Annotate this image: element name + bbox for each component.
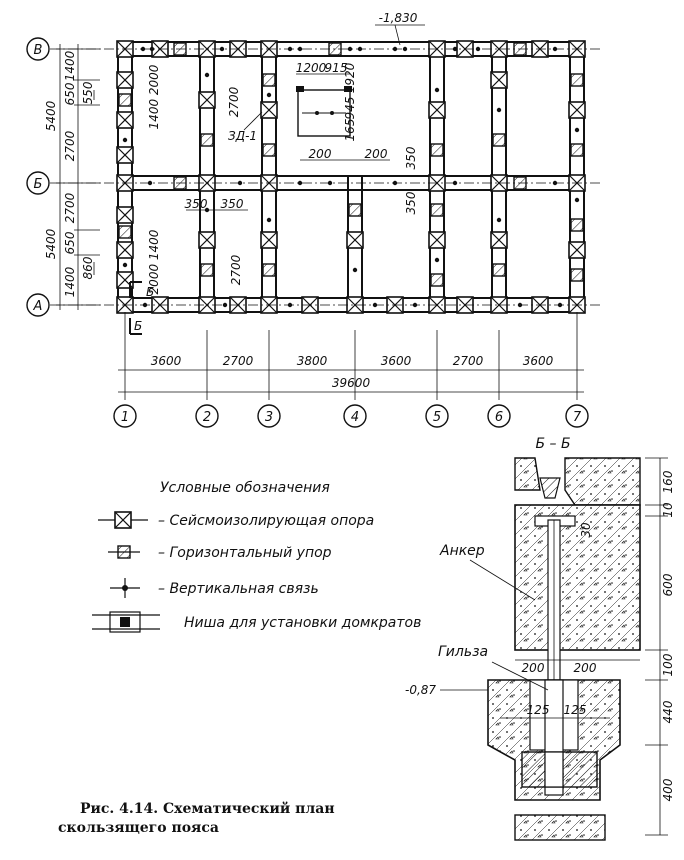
dimension-label: 2000 1400 xyxy=(147,229,161,294)
dimension-label: 1400 xyxy=(63,50,77,81)
dimension-label: 3600 xyxy=(523,354,554,368)
opening-zd1 xyxy=(297,89,351,137)
caption-line-1: Рис. 4.14. Схематический план xyxy=(80,800,335,817)
label-anchor: Анкер xyxy=(439,543,485,559)
dimension-label: 650 xyxy=(63,82,77,105)
dimension-label: 2700 xyxy=(453,354,484,368)
legend: Условные обозначения – Сейсмоизолирующая… xyxy=(92,480,421,633)
interior-dimensions: 1400 2000 2000 1400 2700 2700 350 350 20… xyxy=(147,11,425,294)
dimension-label: 165 xyxy=(343,119,357,142)
dimension-label: 600 xyxy=(661,573,675,596)
dimension-label: 100 xyxy=(661,653,675,676)
dimension-label: Б xyxy=(134,319,142,333)
dimension-label: 5400 xyxy=(44,228,58,259)
dimension-label: 915 xyxy=(325,61,348,75)
dimension-label: 2700 xyxy=(63,192,77,223)
dimension-label: 440 xyxy=(661,700,675,723)
dimension-label: 2 xyxy=(203,410,211,425)
dimension-label: 1400 xyxy=(63,266,77,297)
bottom-dimensions xyxy=(118,312,584,400)
vertical-ties xyxy=(122,46,580,308)
dimension-label: 160 xyxy=(661,470,675,493)
dimension-label: 5 xyxy=(433,410,441,425)
section-cut-marks: Б Б xyxy=(129,281,154,335)
dimension-label: 200 xyxy=(309,147,332,161)
dimension-label: 7 xyxy=(573,410,582,425)
row-axes: В Б А xyxy=(26,37,600,317)
mark-zd1: ЗД-1 xyxy=(228,129,257,143)
span-texts: 3600 2700 3800 3600 2700 3600 39600 xyxy=(151,354,554,390)
label-sleeve: Гильза xyxy=(438,644,488,660)
dimension-label: 4 xyxy=(351,410,359,425)
level-top: -1,830 xyxy=(379,11,418,25)
dimension-label: 3800 xyxy=(297,354,328,368)
legend-item-tie: – Вертикальная связь xyxy=(158,581,319,597)
legend-title: Условные обозначения xyxy=(160,480,330,496)
dimension-label: 5400 xyxy=(44,100,58,131)
dimension-label: 1920 xyxy=(343,62,357,93)
left-dimensions xyxy=(56,44,100,310)
caption-line-2: скользящего пояса xyxy=(58,820,219,836)
dimension-label: 125 xyxy=(527,703,550,717)
vertical-tie-icon xyxy=(110,578,140,598)
dimension-label: 400 xyxy=(661,778,675,801)
axis-label-v: В xyxy=(34,43,43,58)
dimension-label: 1200 xyxy=(296,61,327,75)
column-axes: 1 2 3 4 5 6 7 xyxy=(113,404,589,428)
seismic-bearing-icon xyxy=(98,511,148,529)
axis-label-a: А xyxy=(33,299,43,314)
dimension-label: 3600 xyxy=(151,354,182,368)
dimension-label: 350 xyxy=(185,197,208,211)
dimension-label: 30 xyxy=(579,522,593,538)
axis-label-b: Б xyxy=(34,177,43,192)
legend-item-stop: – Горизонтальный упор xyxy=(158,545,332,561)
dimension-label: 350 xyxy=(404,146,418,169)
dimension-label: 2700 xyxy=(229,254,243,285)
dimension-label: Б xyxy=(146,285,154,299)
legend-item-niche: Ниша для установки домкратов xyxy=(184,615,421,631)
dimension-label: 1400 2000 xyxy=(147,64,161,129)
dimension-label: 200 xyxy=(522,661,545,675)
dimension-label: 1 xyxy=(121,410,129,425)
left-dimension-texts: 5400 5400 1400 650 2700 2700 650 1400 55… xyxy=(44,50,95,297)
dimension-label: 3600 xyxy=(381,354,412,368)
dimension-label: 350 xyxy=(221,197,244,211)
dimension-label: 125 xyxy=(564,703,587,717)
dimension-label: 2700 xyxy=(63,130,77,161)
dimension-label: 945 xyxy=(343,97,357,120)
dimension-label: 650 xyxy=(63,231,77,254)
legend-item-bearing: – Сейсмоизолирующая опора xyxy=(158,513,374,529)
jack-niche-icon xyxy=(92,611,160,633)
dimension-label: 10 xyxy=(661,502,675,518)
section-b-b: Б – Б 160 xyxy=(405,436,675,841)
dimension-label: 2700 xyxy=(227,86,241,117)
dimension-label: 550 xyxy=(81,81,95,104)
dimension-label: 2700 xyxy=(223,354,254,368)
level-section: -0,87 xyxy=(405,683,436,697)
dimension-label: 3 xyxy=(265,410,273,425)
dimension-label: 350 xyxy=(404,191,418,214)
dimension-label: 860 xyxy=(81,256,95,279)
total-length: 39600 xyxy=(332,376,371,390)
dimension-label: 200 xyxy=(365,147,388,161)
dimension-label: 6 xyxy=(495,410,503,425)
dimension-label: 200 xyxy=(574,661,597,675)
section-title: Б – Б xyxy=(535,436,570,452)
horizontal-stop-icon xyxy=(108,545,140,559)
